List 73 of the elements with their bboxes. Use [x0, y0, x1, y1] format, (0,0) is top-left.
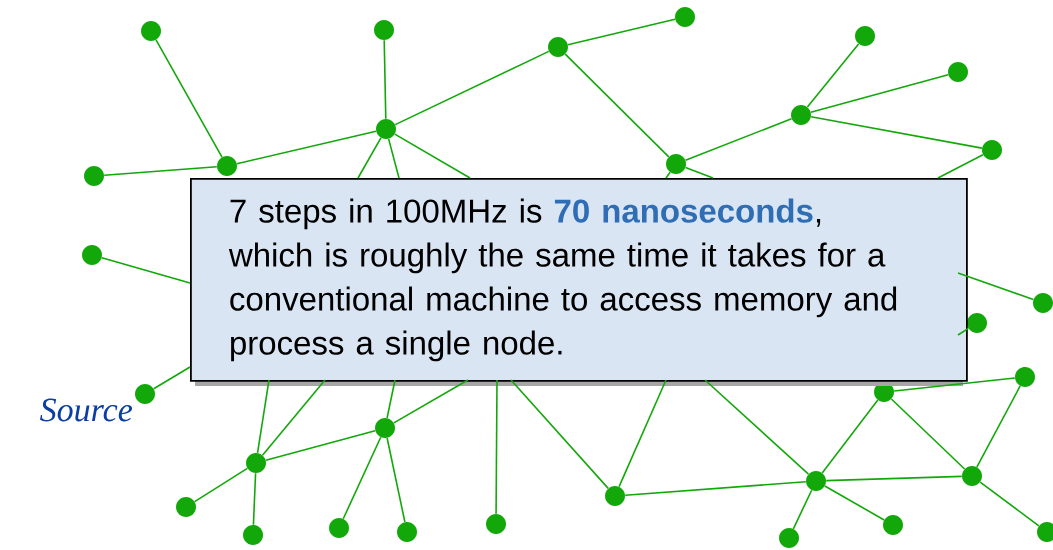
connector-line	[624, 480, 807, 497]
connector-line	[103, 165, 218, 177]
node-dot	[1015, 367, 1035, 387]
node-dot	[605, 486, 625, 506]
connector-line	[825, 475, 963, 482]
connector-line	[957, 272, 1035, 301]
connector-line	[806, 43, 860, 108]
connector-line	[810, 73, 949, 114]
connector-line	[152, 366, 191, 390]
connector-line	[193, 467, 249, 503]
connector-line	[342, 436, 382, 520]
connector-line	[383, 39, 387, 120]
node-dot	[982, 140, 1002, 160]
connector-line	[155, 39, 223, 158]
connector-line	[357, 137, 382, 179]
connector-line	[564, 53, 670, 158]
node-dot	[806, 471, 826, 491]
connector-line	[394, 50, 550, 126]
connector-line	[937, 153, 984, 179]
node-dot	[883, 515, 903, 535]
connector-line	[979, 481, 1040, 527]
connector-line	[265, 429, 376, 462]
connector-line	[252, 472, 257, 526]
node-dot	[962, 466, 982, 486]
node-dot	[1033, 293, 1053, 313]
connector-line	[101, 257, 191, 284]
connector-line	[810, 116, 983, 149]
connector-line	[510, 379, 609, 490]
connector-line	[684, 117, 793, 162]
connector-line	[256, 379, 270, 454]
node-dot	[141, 21, 161, 41]
connector-line	[495, 379, 498, 515]
connector-line	[824, 485, 885, 521]
connector-line	[386, 437, 406, 523]
connector-line	[261, 379, 326, 456]
node-dot	[397, 522, 417, 542]
node-dot	[791, 105, 811, 125]
connector-line	[393, 379, 469, 424]
node-dot	[967, 313, 987, 333]
node-dot	[329, 518, 349, 538]
connector-line	[821, 399, 879, 474]
connector-line	[792, 489, 813, 530]
node-dot	[176, 497, 196, 517]
beside-label: Source	[40, 398, 133, 422]
connector-line	[976, 385, 1021, 468]
node-dot	[82, 245, 102, 265]
connector-line	[957, 327, 970, 336]
connector-line	[665, 171, 671, 179]
callout-box: 7 steps in 100MHz is 70 nanoseconds, which is roughly the same time it takes for a conventional machine to access memory and process a single node.	[190, 178, 968, 386]
node-dot	[548, 37, 568, 57]
node-dot	[779, 528, 799, 548]
node-dot	[486, 514, 506, 534]
connector-line	[684, 166, 714, 179]
node-dot	[217, 156, 237, 176]
connector-line	[704, 379, 810, 475]
connector-line	[394, 133, 471, 179]
node-dot	[243, 525, 263, 545]
connector-line	[387, 138, 400, 179]
node-dot	[246, 453, 266, 473]
connector-line	[567, 18, 676, 46]
node-dot	[666, 154, 686, 174]
node-dot	[948, 62, 968, 82]
connector-line	[893, 377, 1016, 392]
node-dot	[855, 26, 875, 46]
connector-line	[890, 398, 966, 470]
node-dot	[84, 166, 104, 186]
node-dot	[376, 119, 396, 139]
node-dot	[375, 418, 395, 438]
node-dot	[374, 20, 394, 40]
connector-line	[618, 379, 667, 488]
node-dot	[675, 7, 695, 27]
connector-line	[386, 379, 396, 419]
connector-line	[236, 130, 377, 165]
